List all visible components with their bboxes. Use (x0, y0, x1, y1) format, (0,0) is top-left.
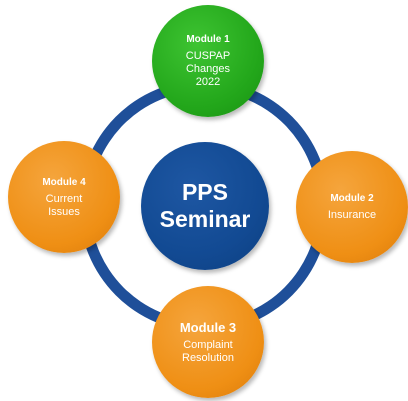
module-4-circle: Module 4 Current Issues (8, 141, 120, 253)
module-1-circle: Module 1 CUSPAP Changes 2022 (152, 5, 264, 117)
module-3-body: Complaint Resolution (182, 338, 234, 364)
module-4-title: Module 4 (42, 176, 86, 188)
module-2-circle: Module 2 Insurance (296, 151, 408, 263)
module-2-title: Module 2 (330, 193, 374, 204)
center-circle: PPS Seminar (141, 142, 269, 270)
module-4-body: Current Issues (45, 192, 83, 218)
module-3-circle: Module 3 Complaint Resolution (152, 286, 264, 398)
module-1-title: Module 1 (186, 34, 230, 45)
center-title: PPS Seminar (159, 179, 251, 232)
module-2-body: Insurance (327, 209, 377, 221)
module-3-title: Module 3 (179, 319, 237, 335)
module-1-body: CUSPAP Changes 2022 (185, 50, 231, 88)
